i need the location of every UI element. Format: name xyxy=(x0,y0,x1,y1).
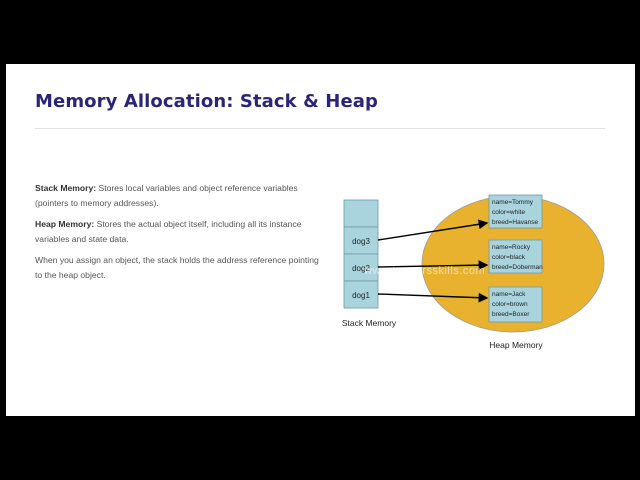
object-field: name=Jack xyxy=(492,291,526,298)
object-field: breed=Boxer xyxy=(492,311,530,318)
assign-description: When you assign an object, the stack hol… xyxy=(35,255,319,280)
slide-title: Memory Allocation: Stack & Heap xyxy=(35,91,378,112)
object-field: color=white xyxy=(492,209,525,216)
stack-heap-diagram: dog3 dog2 dog1 Stack Memory name=Tommy c… xyxy=(342,194,605,350)
stack-paragraph: Stack Memory: Stores local variables and… xyxy=(35,181,320,211)
heap-memory-label: Heap Memory xyxy=(489,340,543,350)
title-divider xyxy=(35,128,605,129)
object-field: color=brown xyxy=(492,301,528,308)
object-field: breed=Havanse xyxy=(492,219,538,226)
stack-cell-dog3 xyxy=(343,226,379,255)
stack-memory-label: Stack Memory xyxy=(342,318,397,328)
object-field: breed=Doberman xyxy=(492,264,543,271)
pointer-arrow-dog1 xyxy=(377,292,489,303)
object-box-jack xyxy=(488,286,543,323)
stack-cell-empty xyxy=(343,199,379,228)
pointer-arrow-dog3 xyxy=(377,219,489,241)
object-field: color=black xyxy=(492,254,526,261)
assign-paragraph: When you assign an object, the stack hol… xyxy=(35,253,320,283)
object-box-tommy xyxy=(488,194,543,229)
object-field: name=Tommy xyxy=(492,199,534,206)
stack-column: dog3 dog2 dog1 xyxy=(343,199,379,309)
stack-description: Stores local variables and object refere… xyxy=(35,183,298,208)
heap-paragraph: Heap Memory: Stores the actual object it… xyxy=(35,217,320,247)
slide: Memory Allocation: Stack & Heap Stack Me… xyxy=(6,64,635,416)
stack-cell-label-dog1: dog1 xyxy=(352,291,370,300)
object-field: name=Rocky xyxy=(492,244,531,251)
heap-object-rocky: name=Rocky color=black breed=Doberman xyxy=(488,239,543,274)
stack-cell-label-dog2: dog2 xyxy=(352,264,370,273)
heap-object-tommy: name=Tommy color=white breed=Havanse xyxy=(488,194,543,229)
stack-cell-label-dog3: dog3 xyxy=(352,237,370,246)
heap-object-jack: name=Jack color=brown breed=Boxer xyxy=(488,286,543,323)
pointer-arrow-dog2 xyxy=(377,260,489,271)
heap-description: Stores the actual object itself, includi… xyxy=(35,219,302,244)
object-box-rocky xyxy=(488,239,543,274)
stack-term: Stack Memory: xyxy=(35,183,97,193)
description: Stack Memory: Stores local variables and… xyxy=(35,181,320,289)
heap-term: Heap Memory: xyxy=(35,219,95,229)
watermark: www.toppersskills.com xyxy=(363,265,485,277)
